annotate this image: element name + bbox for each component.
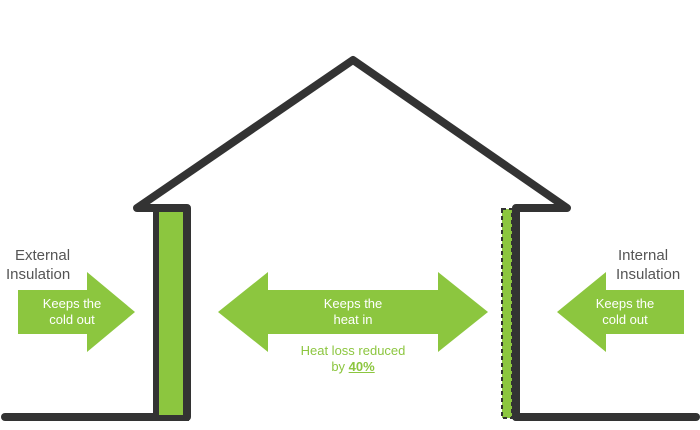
right-arrow <box>557 272 684 352</box>
external-label-line2: Insulation <box>6 266 71 283</box>
external-label-line1: External <box>15 247 71 264</box>
heat-loss-line1: Heat loss reduced <box>300 343 406 358</box>
right-arrow-line2: cold out <box>602 312 648 327</box>
heat-loss-line2: by 40% <box>283 359 423 375</box>
heat-loss-value: 40% <box>348 359 375 374</box>
right-arrow-text: Keeps the cold out <box>575 296 675 328</box>
left-arrow-text: Keeps the cold out <box>22 296 122 328</box>
external-insulation-layer <box>153 205 189 421</box>
right-arrow-line1: Keeps the <box>595 296 655 311</box>
heat-loss-note: Heat loss reduced by 40% <box>283 343 423 375</box>
internal-label-line1: Internal <box>618 247 669 264</box>
left-arrow-line1: Keeps the <box>42 296 102 311</box>
center-arrow-line1: Keeps the <box>323 296 383 311</box>
center-double-arrow <box>218 272 488 352</box>
left-arrow-line2: cold out <box>49 312 95 327</box>
heat-loss-prefix: by <box>331 359 349 374</box>
internal-insulation-label: Internal Insulation <box>616 246 680 284</box>
internal-insulation-layer <box>501 208 513 419</box>
center-arrow-line2: heat in <box>333 312 373 327</box>
house-outline <box>133 56 571 421</box>
internal-label-line2: Insulation <box>616 266 681 283</box>
center-arrow-text: Keeps the heat in <box>300 296 406 328</box>
left-arrow <box>18 272 135 352</box>
external-insulation-label: External Insulation <box>6 246 70 284</box>
